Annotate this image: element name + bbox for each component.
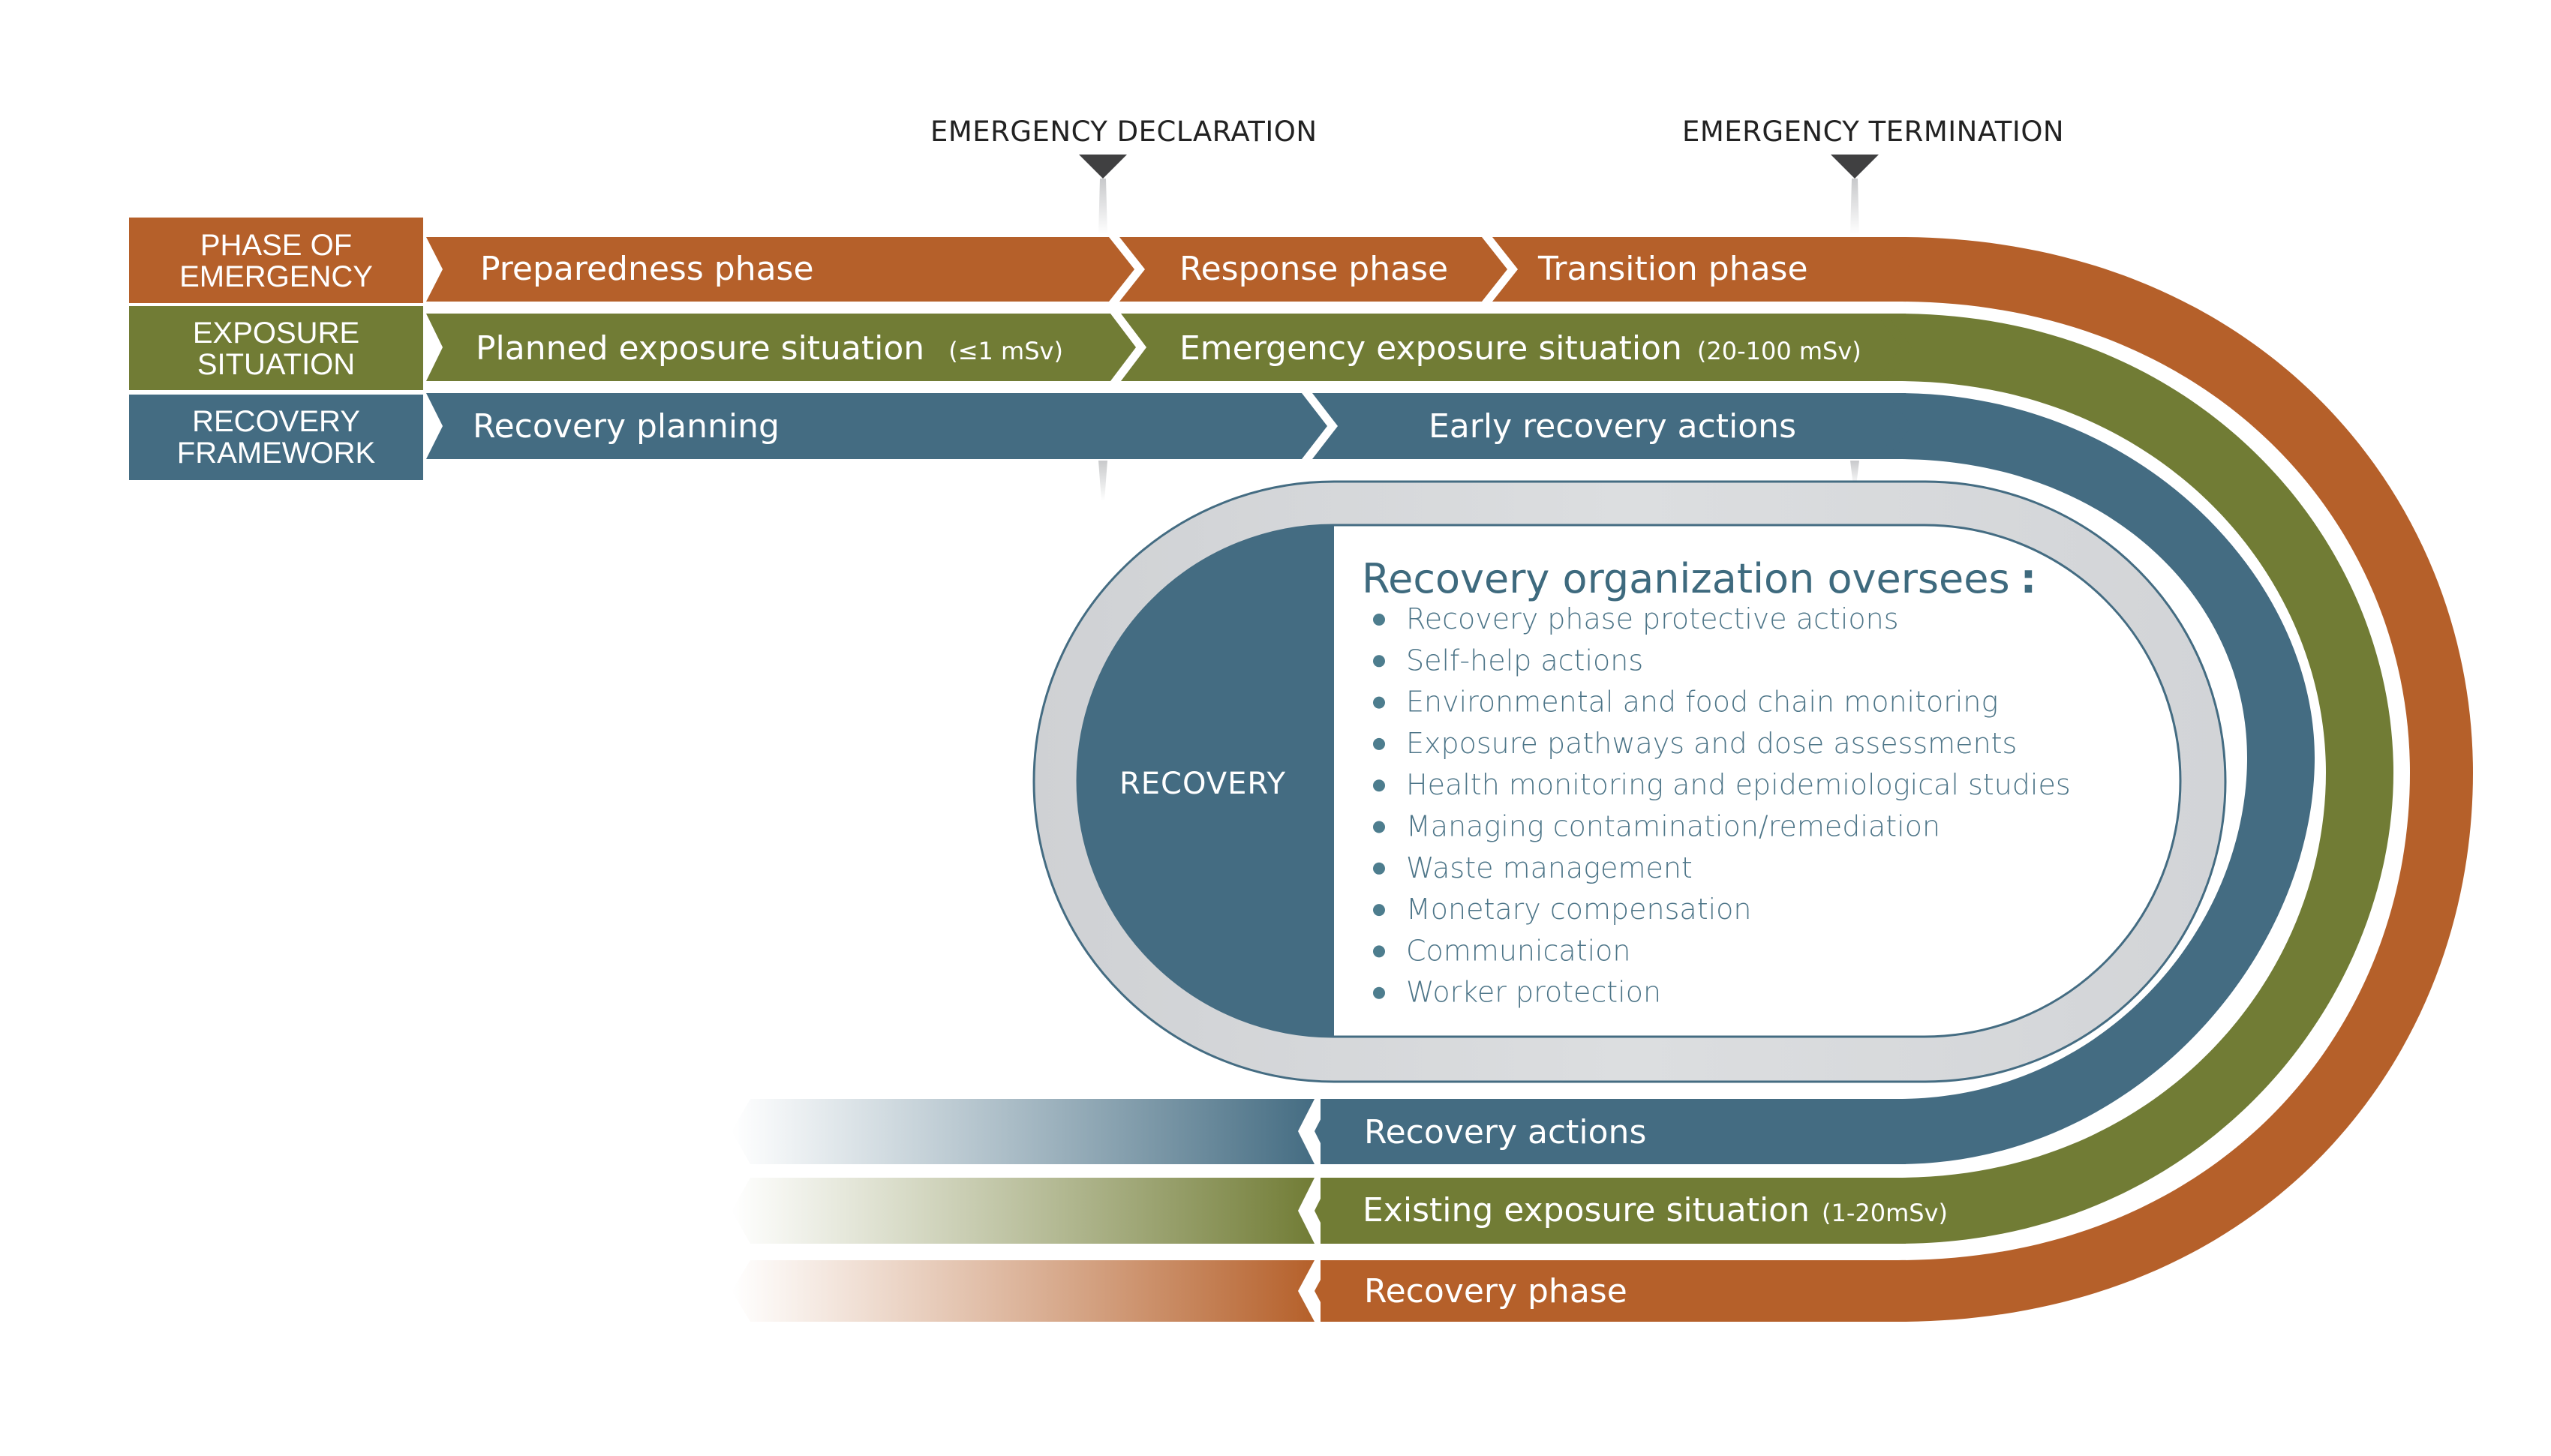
list-item-text: Self-help actions (1406, 644, 1643, 677)
band-head (1315, 1099, 1906, 1164)
segment-label-main: Planned exposure situation (476, 329, 924, 368)
band-head (1315, 1260, 1906, 1322)
list-item-text: Health monitoring and epidemiological st… (1406, 768, 2071, 801)
bullet-icon (1373, 862, 1385, 875)
marker-label: EMERGENCY TERMINATION (1682, 116, 2064, 148)
row-label-line: FRAMEWORK (177, 437, 376, 470)
list-item: Health monitoring and epidemiological st… (1373, 768, 2071, 801)
row-label-line: EXPOSURE (193, 317, 359, 350)
fade-tail (732, 1260, 1315, 1322)
down-triangle-icon (1831, 155, 1879, 179)
list-item: Managing contamination/remediation (1373, 810, 1940, 843)
list-item: Worker protection (1373, 976, 1661, 1009)
list-item: Self-help actions (1373, 644, 1643, 677)
dose-label: (1-20mSv) (1822, 1199, 1948, 1227)
segment-label: Planned exposure situation (≤1 mSv) (476, 329, 1063, 368)
row-label-exposure: EXPOSURE SITUATION (129, 306, 423, 390)
return-band-recovery-actions: Recovery actions (732, 1099, 1906, 1164)
pill-left-label: RECOVERY (1119, 767, 1286, 801)
recovery-row: Recovery planning Early recovery actions (426, 393, 1912, 459)
row-label-line: PHASE OF (200, 229, 352, 262)
list-item: Monetary compensation (1373, 893, 1752, 926)
fade-tail (732, 1099, 1315, 1164)
list-item-text: Communication (1406, 934, 1631, 967)
list-item-text: Waste management (1406, 851, 1693, 884)
list-item: Waste management (1373, 851, 1693, 884)
band-label-main: Existing exposure situation (1363, 1191, 1810, 1229)
segment-planned-exposure (426, 314, 1136, 381)
segment-label: Transition phase (1537, 250, 1808, 288)
row-label-phase: PHASE OF EMERGENCY (129, 218, 423, 303)
bullet-icon (1373, 737, 1385, 750)
dose-label: (20-100 mSv) (1697, 337, 1861, 365)
band-label: Recovery phase (1364, 1272, 1627, 1310)
row-label-recovery: RECOVERY FRAMEWORK (129, 395, 423, 480)
list-item-text: Monetary compensation (1406, 893, 1752, 926)
row-label-line: EMERGENCY (179, 260, 373, 293)
marker-label: EMERGENCY DECLARATION (930, 116, 1318, 148)
bullet-icon (1373, 986, 1385, 999)
recovery-pill: RECOVERY Recovery organization oversees … (1032, 480, 2227, 1083)
segment-label: Early recovery actions (1429, 407, 1796, 446)
exposure-row: Planned exposure situation (≤1 mSv) Emer… (426, 314, 1912, 381)
segment-tail (1886, 237, 1912, 302)
connector-line (1098, 461, 1107, 501)
list-item: Environmental and food chain monitoring (1373, 686, 1998, 719)
marker-emergency-declaration: EMERGENCY DECLARATION (930, 116, 1318, 501)
segment-preparedness (426, 237, 1134, 302)
list-item-text: Worker protection (1406, 976, 1661, 1009)
list-item-text: Managing contamination/remediation (1406, 810, 1940, 843)
pill-title: Recovery organization oversees : (1362, 555, 2036, 602)
return-band-recovery-phase: Recovery phase (732, 1260, 1906, 1322)
segment-label: Preparedness phase (480, 250, 814, 288)
segment-tail (1886, 314, 1912, 381)
bullet-icon (1373, 945, 1385, 958)
bullet-icon (1373, 696, 1385, 709)
row-label-line: SITUATION (197, 348, 355, 381)
connector-line (1098, 179, 1107, 234)
band-label: Recovery actions (1364, 1113, 1646, 1151)
pill-title-text: Recovery organization oversees (1362, 555, 2010, 602)
segment-emergency-exposure (1121, 314, 1901, 381)
bullet-icon (1373, 614, 1385, 626)
list-item-text: Environmental and food chain monitoring (1406, 686, 1998, 719)
list-item-text: Exposure pathways and dose assessments (1406, 727, 2017, 760)
bullet-icon (1373, 655, 1385, 668)
segment-label: Emergency exposure situation (20-100 mSv… (1179, 329, 1861, 368)
band-label: Existing exposure situation (1-20mSv) (1363, 1191, 1948, 1229)
down-triangle-icon (1079, 155, 1127, 179)
return-band-existing-exposure: Existing exposure situation (1-20mSv) (732, 1178, 1948, 1244)
list-item: Exposure pathways and dose assessments (1373, 727, 2017, 760)
fade-tail (732, 1178, 1315, 1244)
segment-label: Recovery planning (473, 407, 780, 446)
list-item-text: Recovery phase protective actions (1406, 602, 1899, 635)
list-item: Recovery phase protective actions (1373, 602, 1899, 635)
segment-response (1119, 237, 1507, 302)
bullet-icon (1373, 779, 1385, 792)
segment-transition (1492, 237, 1901, 302)
phase-row: Preparedness phase Response phase Transi… (426, 237, 1912, 302)
segment-label-main: Emergency exposure situation (1179, 329, 1682, 368)
pill-title-colon: : (2021, 555, 2037, 602)
list-item: Communication (1373, 934, 1631, 967)
bullet-icon (1373, 821, 1385, 833)
segment-label: Response phase (1179, 250, 1448, 288)
segment-early-recovery (1312, 393, 1901, 459)
band-head (1315, 1178, 1906, 1244)
row-label-line: RECOVERY (192, 405, 360, 438)
connector-line (1850, 179, 1859, 234)
segment-recovery-planning (426, 393, 1327, 459)
pill-list: Recovery phase protective actionsSelf-he… (1373, 602, 2071, 1009)
bullet-icon (1373, 904, 1385, 917)
connector-line (1850, 461, 1859, 486)
segment-tail (1886, 393, 1912, 459)
dose-label: (≤1 mSv) (948, 337, 1063, 365)
marker-emergency-termination: EMERGENCY TERMINATION (1682, 116, 2064, 486)
